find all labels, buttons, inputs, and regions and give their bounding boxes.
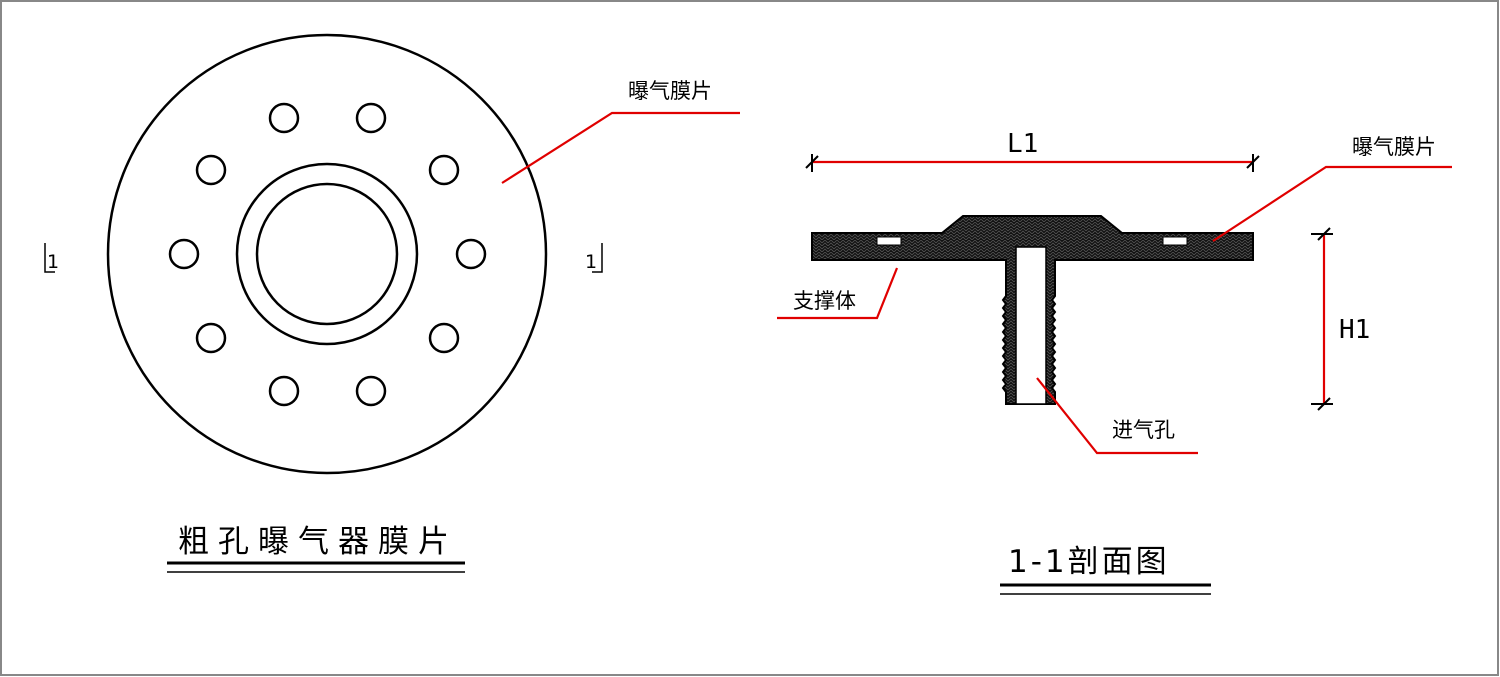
dimension-l1: L1 bbox=[1007, 129, 1038, 159]
aeration-hole bbox=[355, 375, 387, 407]
dimension-h1: H1 bbox=[1339, 315, 1370, 345]
section-view: L1 H1 曝气膜片 支撑体 进气孔 1-1剖面图 bbox=[777, 129, 1452, 595]
width-dimension bbox=[805, 154, 1260, 172]
center-ring-inner bbox=[255, 182, 399, 326]
section-mark-left: 1 bbox=[47, 251, 59, 273]
inlet-leader-line bbox=[1036, 377, 1198, 455]
section-membrane-label: 曝气膜片 bbox=[1352, 135, 1436, 159]
aeration-hole bbox=[268, 102, 300, 134]
support-label: 支撑体 bbox=[793, 289, 856, 313]
plan-membrane-label: 曝气膜片 bbox=[628, 79, 712, 103]
section-view-title: 1-1剖面图 bbox=[1008, 544, 1170, 580]
section-membrane-leader-line bbox=[1212, 165, 1452, 242]
aeration-hole bbox=[428, 154, 460, 186]
aeration-hole bbox=[268, 375, 300, 407]
membrane-outer-circle bbox=[106, 33, 548, 475]
membrane-slot-right bbox=[1162, 236, 1188, 246]
membrane-leader-line bbox=[501, 111, 740, 184]
plan-view-title: 粗孔曝气器膜片 bbox=[178, 524, 458, 560]
support-leader-line bbox=[777, 267, 899, 320]
section-mark-right: 1 bbox=[585, 251, 597, 273]
aeration-holes bbox=[168, 102, 487, 407]
aeration-hole bbox=[428, 322, 460, 354]
section-mark-left-symbol bbox=[44, 243, 55, 273]
membrane-slot-left bbox=[876, 236, 902, 246]
aeration-hole bbox=[195, 154, 227, 186]
height-dimension bbox=[1311, 227, 1333, 411]
aeration-hole bbox=[168, 238, 200, 270]
plan-view: 1 1 曝气膜片 粗孔曝气器膜片 bbox=[44, 33, 740, 573]
aeration-hole bbox=[195, 322, 227, 354]
section-mark-right-symbol bbox=[592, 243, 603, 273]
aeration-hole bbox=[455, 238, 487, 270]
inlet-label: 进气孔 bbox=[1112, 418, 1175, 442]
air-inlet-bore bbox=[1015, 246, 1047, 405]
aeration-hole bbox=[355, 102, 387, 134]
center-ring-outer bbox=[235, 162, 419, 346]
